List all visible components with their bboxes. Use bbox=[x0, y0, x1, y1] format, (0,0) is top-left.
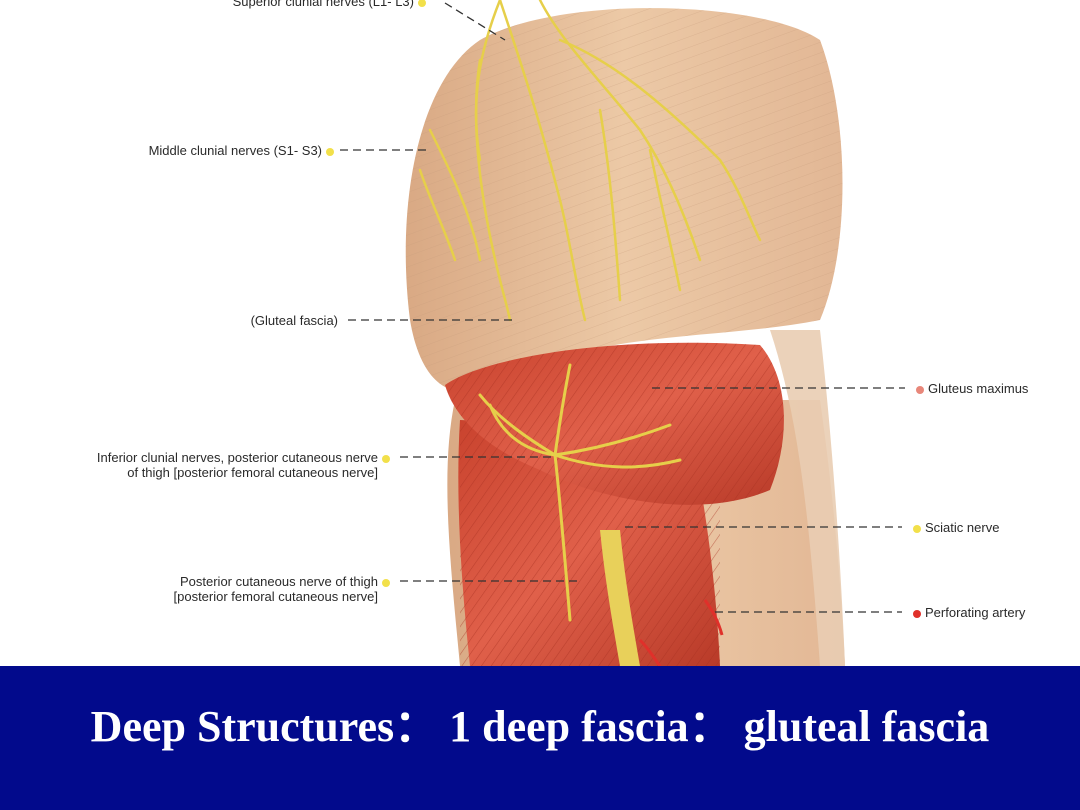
label-middle-clunial: Middle clunial nerves (S1- S3) bbox=[149, 143, 338, 158]
clunial-nerves bbox=[418, 0, 762, 322]
nerve-dot-icon bbox=[326, 147, 334, 156]
leader-lines bbox=[340, 2, 905, 613]
perforating-artery-shape bbox=[703, 599, 724, 636]
nerve-dot-icon bbox=[913, 524, 921, 533]
label-gluteus-maximus: Gluteus maximus bbox=[912, 381, 1028, 396]
nerve-dot-icon bbox=[418, 0, 426, 7]
slide-title: Deep Structures： 1 deep fascia： gluteal … bbox=[90, 702, 990, 751]
title-banner: Deep Structures： 1 deep fascia： gluteal … bbox=[0, 666, 1080, 810]
label-sciatic-nerve: Sciatic nerve bbox=[909, 520, 999, 535]
label-gluteal-fascia: (Gluteal fascia) bbox=[250, 313, 338, 328]
label-superior-clunial: Superior clunial nerves (L1- L3) bbox=[233, 0, 430, 9]
muscle-dot-icon bbox=[916, 385, 924, 394]
nerve-dot-icon bbox=[382, 454, 390, 463]
label-inferior-clunial: Inferior clunial nerves, posterior cutan… bbox=[97, 450, 394, 480]
label-posterior-cutaneous: Posterior cutaneous nerve of thigh [post… bbox=[174, 574, 395, 604]
gluteal-region-drawing bbox=[340, 0, 905, 666]
anatomy-illustration: Superior clunial nerves (L1- L3) Middle … bbox=[96, 0, 1029, 666]
inferior-clunial-nerves bbox=[478, 363, 682, 622]
label-perforating-artery: Perforating artery bbox=[909, 605, 1025, 620]
artery-dot-icon bbox=[913, 609, 921, 618]
sciatic-nerve-shape bbox=[600, 530, 640, 666]
nerve-dot-icon bbox=[382, 578, 390, 587]
